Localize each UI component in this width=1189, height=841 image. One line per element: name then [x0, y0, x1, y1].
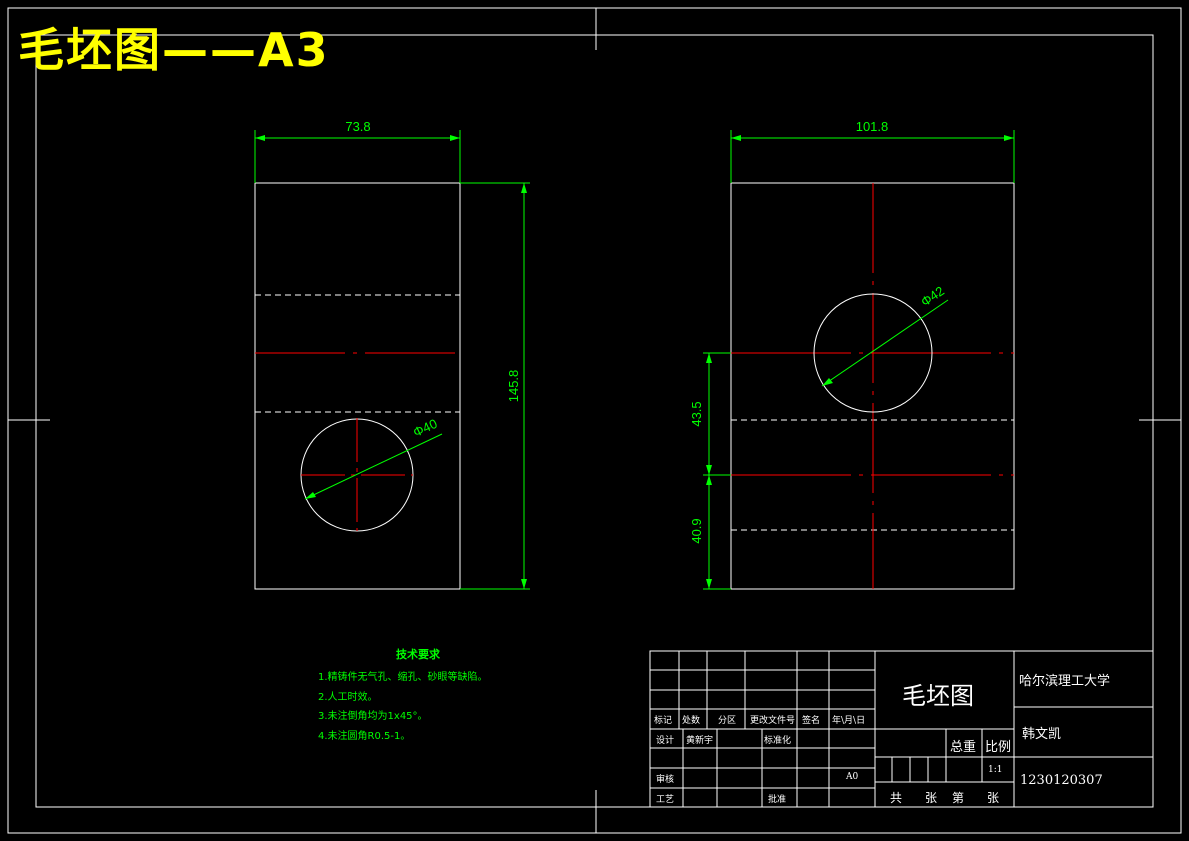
tech-item: 4.未注圆角R0.5-1。 [318, 730, 411, 742]
tech-item: 1.精铸件无气孔、缩孔、砂眼等缺陷。 [318, 672, 488, 683]
right-view: 101.8 43.5 40.9 Φ42 [689, 119, 1015, 590]
tb-sheets-unit2: 张 [987, 791, 1000, 805]
tb-sheets-total: 共 [890, 791, 903, 805]
dim-text-right-upper: 43.5 [689, 401, 704, 426]
tb-sheets-unit: 张 [925, 791, 938, 805]
dim-text-left-height: 145.8 [506, 370, 521, 403]
tb-designer: 黄新宇 [686, 736, 714, 746]
arrow [706, 475, 712, 485]
arrow [1004, 135, 1014, 141]
arrow [450, 135, 460, 141]
arrow [305, 492, 316, 499]
tb-approve: 批准 [768, 795, 787, 805]
tb-design-label: 设计 [656, 736, 675, 746]
tb-header-mark: 标记 [654, 716, 673, 726]
left-view: 73.8 145.8 Φ40 [254, 119, 530, 590]
arrow [731, 135, 741, 141]
dim-line-left-hole [304, 433, 443, 500]
tb-review: 审核 [656, 775, 675, 785]
tb-header-change-doc: 更改文件号 [750, 716, 796, 726]
arrow [521, 183, 527, 193]
arrow [706, 579, 712, 589]
dim-text-left-width: 73.8 [345, 119, 370, 134]
dim-line-right-hole [821, 299, 949, 387]
inner-frame [35, 34, 1154, 808]
arrow [706, 353, 712, 363]
tb-process: 工艺 [656, 795, 675, 805]
dim-text-right-lower: 40.9 [689, 518, 704, 543]
arrow [706, 465, 712, 475]
tb-stage: A0 [846, 772, 859, 782]
dim-text-left-hole: Φ40 [411, 416, 440, 440]
left-outline [254, 182, 461, 590]
arrow [521, 579, 527, 589]
tb-drawing-name: 毛坯图 [902, 682, 974, 710]
dim-text-right-hole: Φ42 [918, 283, 947, 309]
dim-text-right-width: 101.8 [856, 119, 889, 134]
arrow [255, 135, 265, 141]
tech-item: 3.未注倒角均为1x45°。 [318, 711, 428, 722]
tech-requirements-list: 1.精铸件无气孔、缩孔、砂眼等缺陷。 2.人工时效。 3.未注倒角均为1x45°… [318, 668, 488, 746]
tb-scale-label: 比例 [985, 740, 1012, 755]
page-title: 毛坯图——A3 [18, 23, 330, 77]
tb-header-zone: 分区 [718, 716, 737, 726]
tb-header-date: 年\月\日 [832, 716, 866, 726]
tb-standardization: 标准化 [764, 736, 792, 746]
tb-student-id: 1230120307 [1020, 773, 1103, 788]
tech-requirements-title: 技术要求 [396, 648, 440, 661]
arrow [822, 378, 833, 386]
title-block [649, 650, 1154, 808]
tb-scale-value: 1:1 [988, 765, 1003, 775]
tb-weight-label: 总重 [950, 740, 977, 755]
right-hole [813, 293, 933, 413]
tb-header-count: 处数 [682, 716, 701, 726]
tb-school: 哈尔滨理工大学 [1019, 674, 1111, 689]
frame [7, 7, 1182, 834]
tb-header-signature: 签名 [802, 716, 821, 726]
tb-sheets-num: 第 [952, 791, 965, 805]
tech-item: 2.人工时效。 [318, 691, 378, 703]
tb-author: 韩文凯 [1022, 727, 1062, 742]
